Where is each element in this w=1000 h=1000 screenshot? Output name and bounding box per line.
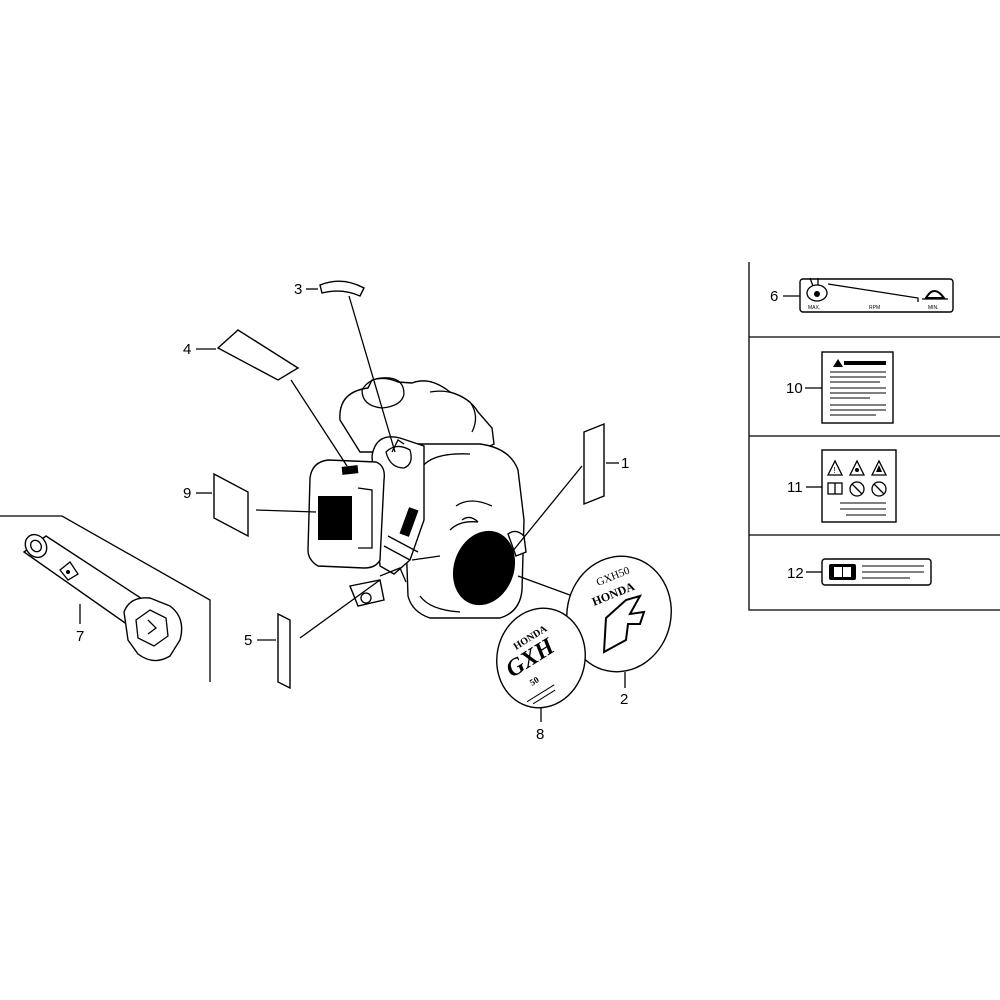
rpm-decal-group: 6 MAX. RPM MIN. [770,277,954,313]
warning-triangle-icon [848,459,866,476]
cover-decal [583,422,605,506]
top-decal [319,280,365,297]
part-3-group: 3 [294,280,396,453]
air-cleaner-label-area [318,496,352,540]
callout-8: 8 [536,726,544,743]
part-4-group: 4 [183,329,348,467]
pictogram-decal-group: 11 ! [787,449,897,523]
gxh50-emblem [566,555,672,673]
part-7-group: 7 [0,515,211,682]
turtle-icon [922,290,948,300]
warning-triangle-icon [833,359,843,367]
air-cleaner-decal [213,472,249,538]
callout-1: 1 [621,455,629,472]
part-9-group: 9 [183,472,317,538]
prohibition-icon [849,481,865,497]
warning-text-decal-group: 10 [786,351,894,424]
callout-9: 9 [183,485,191,502]
gxh-emblem [496,607,586,709]
callout-6: 6 [770,288,778,305]
manual-book-icon [827,482,843,495]
rect-decal [216,329,300,381]
part-2-group: GXH50 HONDA 2 [566,555,672,708]
svg-text:!: ! [834,466,836,475]
four-stroke-logo-icon [602,594,646,654]
part-1-group: 1 [511,422,629,553]
manual-book-icon [829,564,856,580]
callout-11: 11 [787,479,803,496]
spark-plug-wrench-icon [22,533,183,662]
label-panel [748,262,1000,611]
rpm-decal [799,278,954,313]
rpm-text: RPM [869,305,880,311]
rpm-max: MAX. [808,305,820,311]
warning-triangle-icon [870,459,888,476]
manual-decal-group: 12 [787,558,932,586]
callout-5: 5 [244,632,252,649]
engine-icon [307,377,527,619]
warning-triangle-icon: ! [826,459,844,476]
callout-7: 7 [76,628,84,645]
callout-3: 3 [294,281,302,298]
callout-12: 12 [787,565,804,582]
rpm-curve [827,283,919,302]
part-8-group: HONDA GXH 50 8 [496,607,586,743]
rabbit-icon [806,277,828,302]
callout-4: 4 [183,341,191,358]
callout-10: 10 [786,380,803,397]
rpm-min: MIN. [928,305,939,311]
part-5-group: 5 [244,579,381,690]
callout-2: 2 [620,691,628,708]
prohibition-icon [871,481,887,497]
side-decal [277,612,291,690]
